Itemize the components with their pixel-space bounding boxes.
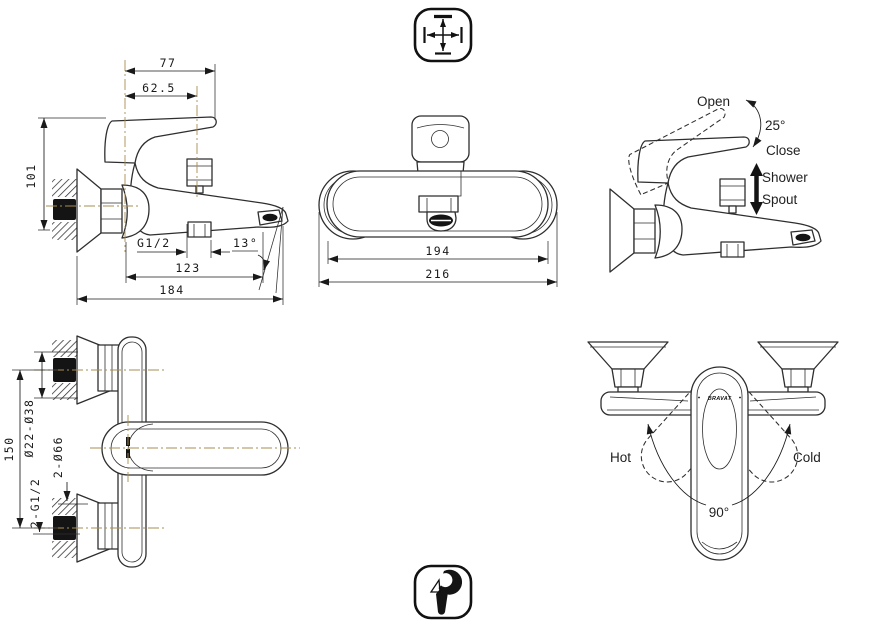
cold-label: Cold — [793, 450, 821, 465]
dim-range-label: Ø22-Ø38 — [22, 399, 36, 458]
view-top-dimensioned: 150 Ø22-Ø38 2-Ø66 2-G1/2 — [2, 335, 300, 568]
view-front-operation: BRAVAT Hot Cold 90° — [587, 341, 839, 561]
dim-77-label: 77 — [160, 56, 177, 70]
handle-front — [411, 115, 470, 163]
handle-screw-cap — [431, 130, 449, 148]
open-close-arc — [745, 99, 762, 148]
dimension-13deg: 13° — [232, 206, 284, 294]
close-label: Close — [766, 143, 801, 158]
dimension-101: 101 — [24, 117, 106, 231]
rotation-arc-right — [731, 423, 792, 506]
hex-nut — [611, 368, 645, 388]
left-wall-connection — [587, 341, 669, 393]
wall-hatch — [52, 498, 77, 515]
view-front-dimensioned: 194 216 — [318, 115, 558, 287]
brand-logo: BRAVAT — [698, 396, 741, 402]
dimension-cross-icon — [413, 7, 473, 63]
dim-62-5-label: 62.5 — [142, 81, 176, 95]
spout-block — [418, 195, 459, 213]
wall-anchor — [53, 199, 76, 220]
view-side-operation: Open 25° Close Shower Spout — [610, 94, 821, 272]
wrench-icon — [413, 564, 473, 620]
hex-nut — [781, 368, 815, 388]
hot-label: Hot — [610, 450, 631, 465]
dim-216-label: 216 — [425, 267, 450, 281]
view-side-dimensioned: 77 62.5 101 G1/2 13° — [24, 56, 288, 305]
escutcheon-cone — [587, 341, 669, 370]
wall-hatch — [52, 383, 77, 400]
dim-66-label: 2-Ø66 — [51, 436, 65, 478]
wall-section — [52, 179, 77, 240]
dim-2g12-label: 2-G1/2 — [28, 478, 42, 529]
wall-hatch — [52, 179, 77, 197]
open-label: Open — [697, 94, 730, 109]
faucet-side-view — [77, 117, 288, 252]
dimension-123: 123 — [125, 232, 264, 283]
shower-spout-arrow — [750, 163, 763, 215]
dimension-62-5: 62.5 — [125, 81, 197, 100]
dimension-216: 216 — [318, 212, 558, 287]
dimension-77: 77 — [125, 56, 216, 120]
shower-label: Shower — [762, 170, 808, 185]
angle-25-label: 25° — [765, 118, 785, 133]
dim-g12-label: G1/2 — [137, 236, 171, 250]
wall-anchor — [53, 358, 76, 382]
dimension-base-66: 2-Ø66 — [51, 436, 88, 505]
wall-hatch — [52, 340, 77, 357]
hex-nut — [97, 344, 121, 392]
handle-front-down — [690, 366, 749, 561]
dimension-escutcheon-range: Ø22-Ø38 — [22, 351, 78, 458]
dimension-194: 194 — [327, 241, 549, 264]
dim-150-label: 150 — [2, 436, 16, 461]
dimension-g12: G1/2 — [137, 224, 230, 258]
dimension-150: 150 — [2, 369, 58, 529]
handle-top-view — [101, 421, 289, 476]
escutcheon-cone — [757, 341, 839, 370]
centerlines — [46, 60, 198, 252]
dim-194-label: 194 — [425, 244, 450, 258]
wall-hatch — [52, 222, 77, 240]
brand-label: BRAVAT — [708, 396, 732, 402]
dim-13deg-label: 13° — [233, 236, 258, 250]
dim-123-label: 123 — [175, 261, 200, 275]
angle-90-label: 90° — [709, 505, 729, 520]
right-wall-connection — [757, 341, 839, 393]
dim-184-label: 184 — [159, 283, 184, 297]
dimension-184: 184 — [76, 226, 284, 305]
rotation-arc-left — [646, 423, 707, 506]
dimension-thread-g12: 2-G1/2 — [28, 478, 80, 535]
spout-label: Spout — [762, 192, 798, 207]
dim-101-label: 101 — [24, 163, 38, 188]
hex-nut — [97, 502, 121, 550]
wall-hatch — [52, 541, 77, 558]
